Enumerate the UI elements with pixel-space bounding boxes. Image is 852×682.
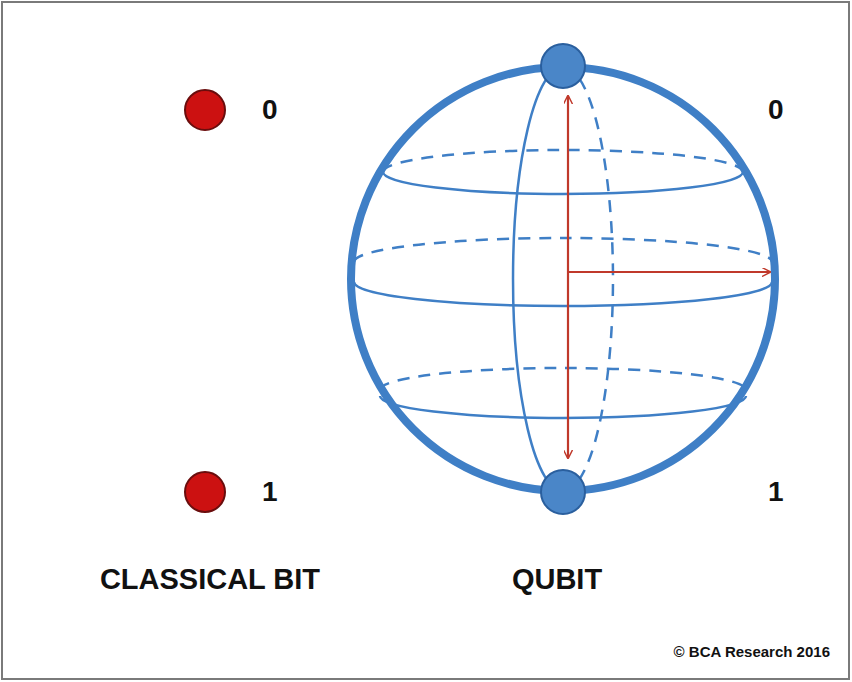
bloch-sphere <box>351 67 775 491</box>
state-value: 1 <box>768 477 784 508</box>
state-arrow <box>568 271 770 273</box>
pole-dot <box>541 44 585 88</box>
state-value: 0 <box>262 95 278 126</box>
pole-dot <box>541 470 585 514</box>
section-caption: CLASSICAL BIT <box>100 564 320 596</box>
bit-dot <box>185 90 225 130</box>
state-value: 1 <box>262 477 278 508</box>
bit-dot <box>185 472 225 512</box>
section-caption: QUBIT <box>512 564 602 596</box>
state-arrow <box>567 96 569 458</box>
copyright-note: © BCA Research 2016 <box>674 644 830 661</box>
state-value: 0 <box>768 95 784 126</box>
